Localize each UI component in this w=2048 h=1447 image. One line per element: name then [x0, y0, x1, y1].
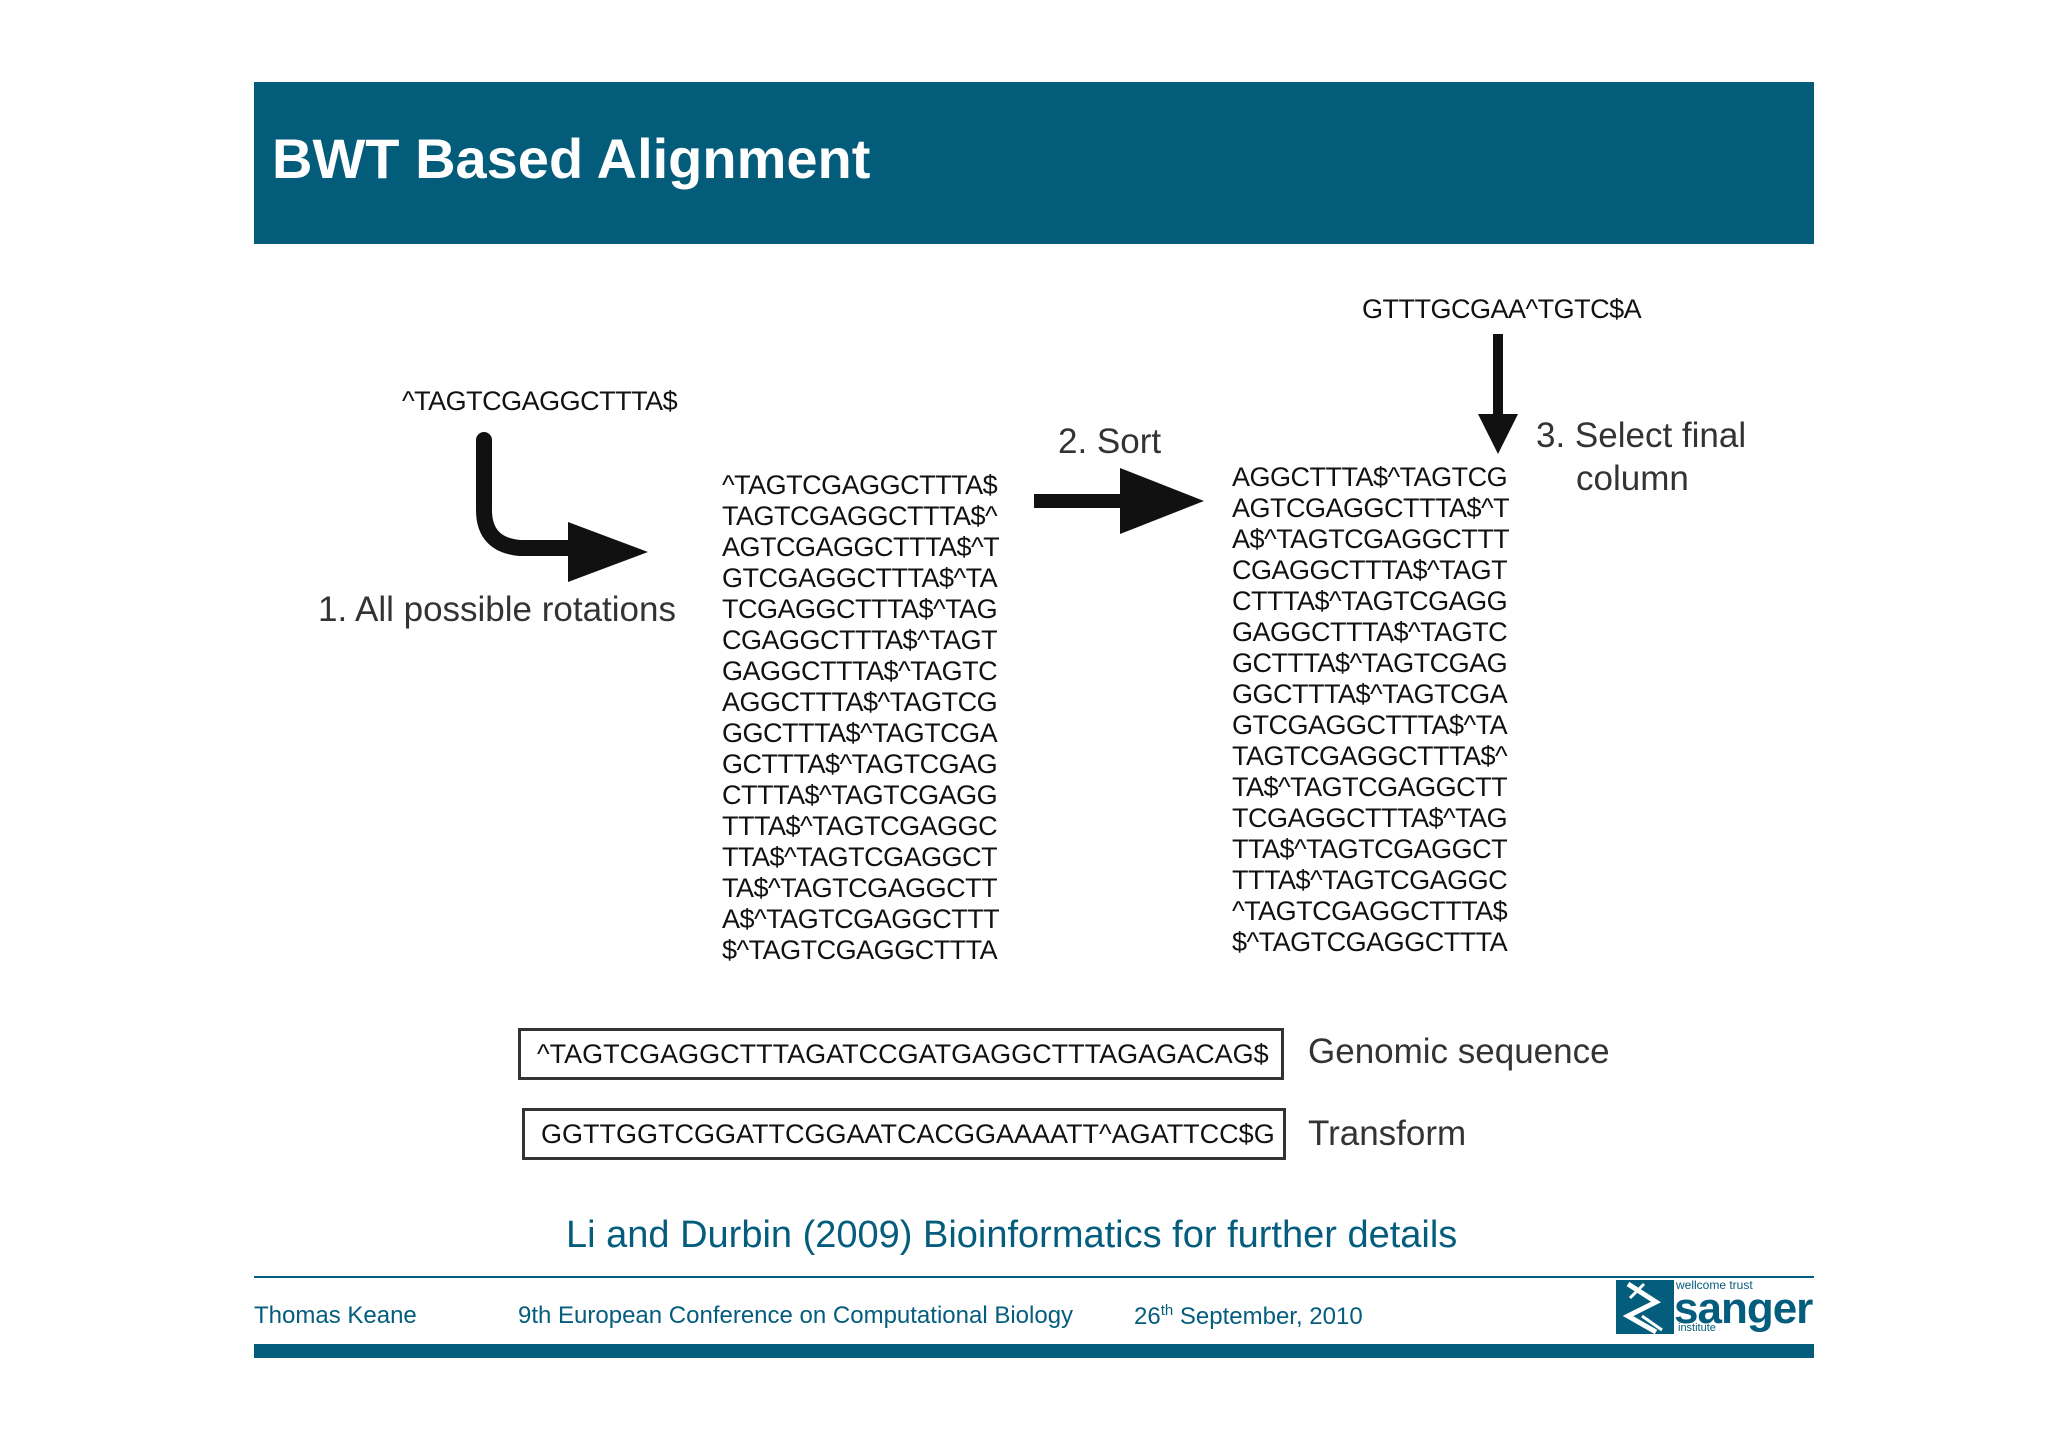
reference-text: Li and Durbin (2009) Bioinformatics for …	[566, 1214, 1458, 1256]
footer-bar	[254, 1344, 1814, 1358]
rotations-list: ^TAGTCGAGGCTTTA$TAGTCGAGGCTTTA$^AGTCGAGG…	[722, 470, 1000, 966]
rotation-row: TCGAGGCTTTA$^TAG	[722, 594, 998, 624]
down-arrow-icon	[1478, 334, 1518, 454]
rotation-row: AGGCTTTA$^TAGTCG	[722, 687, 998, 717]
rotation-row: GGCTTTA$^TAGTCGA	[722, 718, 998, 748]
bwt-result: GTTTGCGAA^TGTC$A	[1362, 294, 1642, 324]
sorted-row: AGGCTTTA$^TAGTCG	[1232, 462, 1508, 492]
sorted-row: ^TAGTCGAGGCTTTA$	[1232, 896, 1508, 926]
sorted-row: GAGGCTTTA$^TAGTC	[1232, 617, 1508, 647]
sorted-row: GGCTTTA$^TAGTCGA	[1232, 679, 1508, 709]
sorted-row: TAGTCGAGGCTTTA$^	[1232, 741, 1508, 771]
sanger-logo: wellcome trust sanger institute	[1616, 1278, 1816, 1336]
genomic-sequence-box: ^TAGTCGAGGCTTTAGATCCGATGAGGCTTTAGAGACAG$	[518, 1028, 1284, 1080]
footer-date: 26th September, 2010	[1134, 1302, 1363, 1331]
sorted-row: CGAGGCTTTA$^TAGT	[1232, 555, 1508, 585]
footer-conference: 9th European Conference on Computational…	[518, 1302, 1074, 1329]
rotation-row: AGTCGAGGCTTTA$^T	[722, 532, 1000, 562]
right-arrow-icon	[1034, 468, 1204, 534]
step1-label: 1. All possible rotations	[318, 590, 676, 629]
logo-sub-text: institute	[1678, 1322, 1716, 1334]
sorted-row: AGTCGAGGCTTTA$^T	[1232, 493, 1510, 523]
step3-label-line2: column	[1576, 459, 1689, 498]
footer-date-rest: September, 2010	[1173, 1303, 1363, 1330]
curved-arrow-icon	[476, 432, 648, 582]
sorted-row: TTTA$^TAGTCGAGGC	[1232, 865, 1508, 895]
sorted-row: GCTTTA$^TAGTCGAG	[1232, 648, 1508, 678]
footer-divider	[254, 1276, 1814, 1278]
rotation-row: CGAGGCTTTA$^TAGT	[722, 625, 998, 655]
rotation-row: GAGGCTTTA$^TAGTC	[722, 656, 998, 686]
rotation-row: TA$^TAGTCGAGGCTT	[722, 873, 998, 903]
rotation-row: ^TAGTCGAGGCTTTA$	[722, 470, 998, 500]
logo-small-text: wellcome trust	[1676, 1278, 1753, 1292]
sorted-row: TTA$^TAGTCGAGGCT	[1232, 834, 1508, 864]
rotation-row: $^TAGTCGAGGCTTTA	[722, 935, 998, 965]
sorted-row: TCGAGGCTTTA$^TAG	[1232, 803, 1508, 833]
rotation-row: A$^TAGTCGAGGCTTT	[722, 904, 1000, 934]
slide-title: BWT Based Alignment	[272, 127, 871, 190]
transform-label: Transform	[1308, 1114, 1467, 1153]
sorted-row: CTTTA$^TAGTCGAGG	[1232, 586, 1508, 616]
sorted-row: GTCGAGGCTTTA$^TA	[1232, 710, 1508, 740]
transform-box: GGTTGGTCGGATTCGGAATCACGGAAAATT^AGATTCC$G	[522, 1108, 1286, 1160]
slide-header: BWT Based Alignment	[254, 82, 1814, 244]
rotation-row: GCTTTA$^TAGTCGAG	[722, 749, 998, 779]
footer-author: Thomas Keane	[254, 1302, 417, 1329]
rotation-row: CTTTA$^TAGTCGAGG	[722, 780, 998, 810]
footer-date-day: 26	[1134, 1303, 1161, 1330]
rotation-row: TTA$^TAGTCGAGGCT	[722, 842, 998, 872]
logo-main-text: sanger	[1674, 1284, 1813, 1333]
sorted-row: $^TAGTCGAGGCTTTA	[1232, 927, 1508, 957]
rotation-row: GTCGAGGCTTTA$^TA	[722, 563, 998, 593]
rotation-row: TAGTCGAGGCTTTA$^	[722, 501, 998, 531]
step2-label: 2. Sort	[1058, 422, 1162, 461]
genomic-sequence-label: Genomic sequence	[1308, 1032, 1610, 1071]
sorted-row: TA$^TAGTCGAGGCTT	[1232, 772, 1508, 802]
dna-helix-icon	[1616, 1280, 1674, 1334]
step3-label-line1: 3. Select final	[1536, 416, 1747, 455]
footer-date-suffix: th	[1160, 1302, 1174, 1319]
input-string: ^TAGTCGAGGCTTTA$	[402, 386, 678, 416]
rotation-row: TTTA$^TAGTCGAGGC	[722, 811, 998, 841]
sorted-row: A$^TAGTCGAGGCTTT	[1232, 524, 1510, 554]
